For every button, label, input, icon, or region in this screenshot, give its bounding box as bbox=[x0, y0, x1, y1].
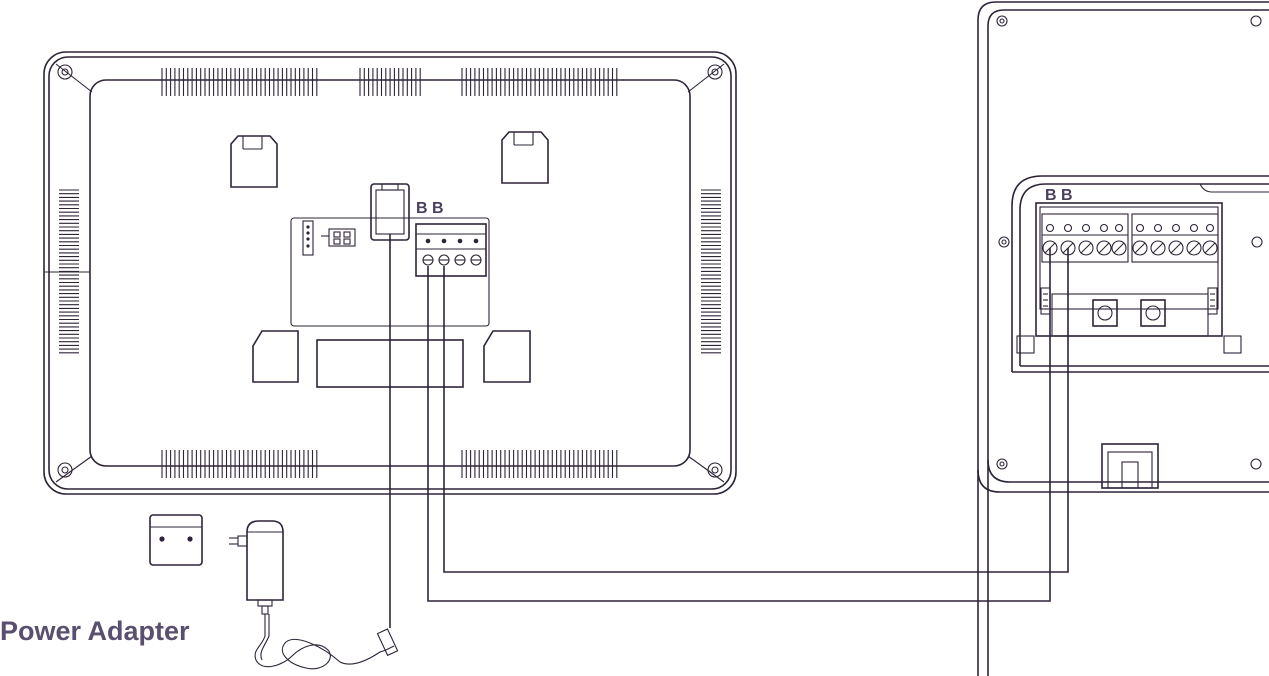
vent-right bbox=[701, 189, 721, 354]
station-screw-top bbox=[996, 15, 1008, 27]
station-button-right bbox=[1140, 299, 1166, 327]
vent-top-left bbox=[161, 68, 318, 96]
bottom-latch bbox=[1101, 443, 1159, 489]
wall-socket bbox=[149, 514, 203, 566]
station-terminal-block-right bbox=[1131, 213, 1219, 263]
station-button-left bbox=[1092, 299, 1118, 327]
station-screw-middle bbox=[998, 236, 1010, 248]
two-wire-bus bbox=[427, 248, 1069, 602]
mount-hook-left bbox=[230, 135, 278, 188]
power-adapter bbox=[229, 520, 399, 670]
station-terminal-block-left bbox=[1041, 213, 1129, 263]
monitor-terminal-label: B B bbox=[416, 200, 444, 217]
vent-top-middle bbox=[359, 68, 421, 96]
dc-power-jack bbox=[370, 183, 410, 241]
vent-left bbox=[59, 189, 79, 354]
station-terminal-label: B B bbox=[1045, 187, 1073, 204]
screw-bottom-right bbox=[707, 462, 723, 478]
monitor-terminal-block bbox=[415, 223, 487, 277]
screw-top-left bbox=[57, 64, 73, 80]
side-header-right bbox=[1207, 287, 1218, 315]
dip-header bbox=[302, 220, 314, 256]
screw-top-right bbox=[707, 64, 723, 80]
vent-bottom-right bbox=[461, 450, 618, 478]
station-terminal-screws bbox=[1042, 223, 1218, 256]
switch-block bbox=[321, 228, 356, 247]
vent-top-right bbox=[461, 68, 618, 96]
wire-b1 bbox=[443, 248, 1069, 573]
vent-bottom-left bbox=[161, 450, 318, 478]
mount-tab-left bbox=[252, 330, 299, 383]
side-header-left bbox=[1040, 287, 1051, 315]
mount-hook-right bbox=[501, 131, 549, 184]
wire-b2 bbox=[427, 248, 1051, 602]
station-screw-bottom bbox=[996, 458, 1008, 470]
indoor-monitor: B B bbox=[43, 51, 737, 495]
outdoor-station: B B bbox=[977, 1, 1269, 676]
power-adapter-label: Power Adapter bbox=[0, 616, 190, 646]
mount-tab-right bbox=[483, 330, 531, 383]
screw-bottom-left bbox=[57, 462, 73, 478]
